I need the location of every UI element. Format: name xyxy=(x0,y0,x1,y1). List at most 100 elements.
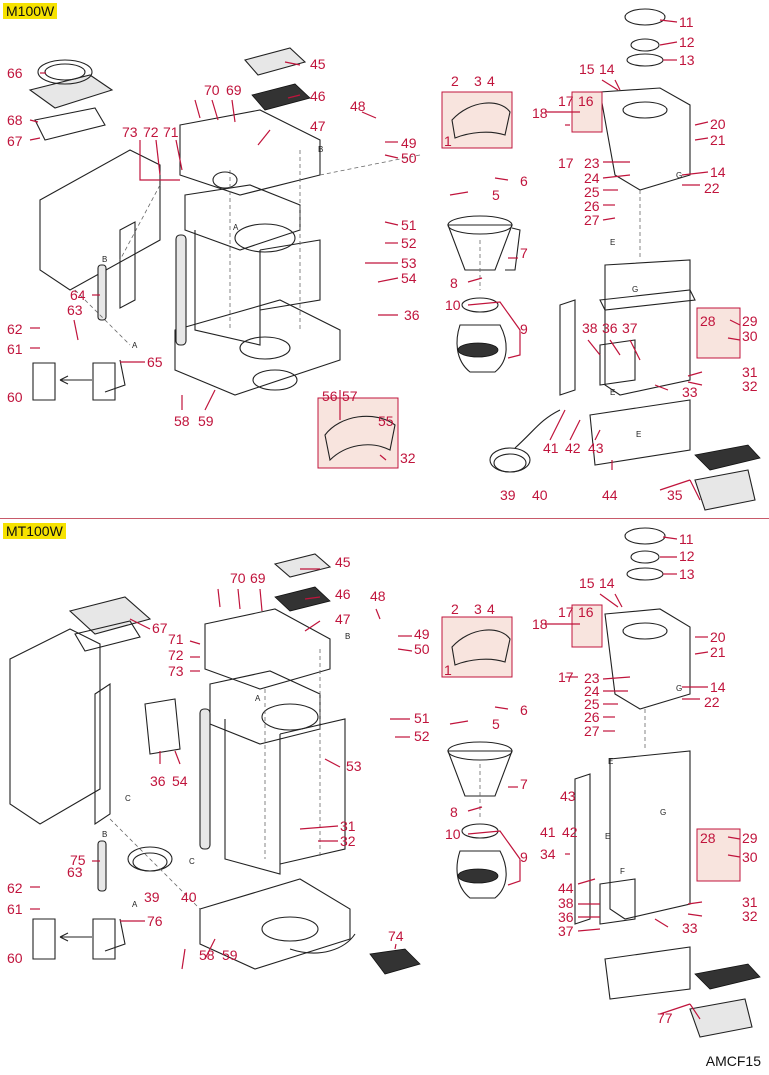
connection-letter: G xyxy=(676,171,682,180)
callout-61: 61 xyxy=(7,901,23,917)
connection-letter: B xyxy=(345,632,350,641)
callout-62: 62 xyxy=(7,321,23,337)
kit-highlight-28 xyxy=(696,307,741,359)
m100w-connection-letters: A A B B G G E E E xyxy=(102,145,682,439)
callout-2: 2 xyxy=(451,601,459,617)
drawing-code: AMCF15 xyxy=(705,1053,761,1069)
connection-letter: A xyxy=(255,694,261,703)
callout-4: 4 xyxy=(487,601,495,617)
mt100w-connection-letters: A A B B C C E E F G G xyxy=(102,632,682,909)
callout-27: 27 xyxy=(584,723,600,739)
callout-36: 36 xyxy=(150,773,166,789)
callout-31: 31 xyxy=(742,364,758,380)
callout-30: 30 xyxy=(742,849,758,865)
callout-39: 39 xyxy=(144,889,160,905)
callout-45: 45 xyxy=(335,554,351,570)
callout-14: 14 xyxy=(710,679,726,695)
callout-18: 18 xyxy=(532,105,548,121)
callout-41: 41 xyxy=(543,440,559,456)
callout-43: 43 xyxy=(588,440,604,456)
callout-38: 38 xyxy=(558,895,574,911)
callout-14: 14 xyxy=(599,575,615,591)
callout-12: 12 xyxy=(679,548,695,564)
callout-33: 33 xyxy=(682,920,698,936)
callout-44: 44 xyxy=(558,880,574,896)
callout-31: 31 xyxy=(340,818,356,834)
top-frame-part xyxy=(179,109,321,196)
mt100w-exploded-diagram: A A B B C C E E F G G 1 2 3 4 5 6 7 8 9 … xyxy=(7,527,761,1038)
callout-7: 7 xyxy=(520,245,528,261)
m100w-callouts: 1 2 3 4 5 6 7 8 9 10 11 12 13 14 14 15 1… xyxy=(7,14,758,503)
callout-36: 36 xyxy=(404,307,420,323)
connection-letter: E xyxy=(605,832,610,841)
callout-5: 5 xyxy=(492,716,500,732)
callout-14: 14 xyxy=(710,164,726,180)
connection-letter: E xyxy=(608,757,613,766)
connection-letter: E xyxy=(610,238,615,247)
connection-letter: G xyxy=(632,285,638,294)
callout-24: 24 xyxy=(584,683,600,699)
callout-17: 17 xyxy=(558,93,574,109)
callout-34: 34 xyxy=(540,846,556,862)
connection-letter: B xyxy=(318,145,323,154)
callout-54: 54 xyxy=(401,270,417,286)
callout-49: 49 xyxy=(401,135,417,151)
callout-28: 28 xyxy=(700,830,716,846)
callout-51: 51 xyxy=(414,710,430,726)
connection-letter: E xyxy=(636,430,641,439)
callout-4: 4 xyxy=(487,73,495,89)
callout-53: 53 xyxy=(401,255,417,271)
callout-7: 7 xyxy=(520,776,528,792)
callout-6: 6 xyxy=(520,702,528,718)
callout-69: 69 xyxy=(226,82,242,98)
callout-13: 13 xyxy=(679,566,695,582)
callout-40: 40 xyxy=(181,889,197,905)
callout-12: 12 xyxy=(679,34,695,50)
mt100w-callouts: 1 2 3 4 5 6 7 8 9 10 11 12 13 14 14 15 1… xyxy=(7,531,758,1026)
callout-41: 41 xyxy=(540,824,556,840)
callout-3: 3 xyxy=(474,73,482,89)
callout-61: 61 xyxy=(7,341,23,357)
mt100w-part-outlines xyxy=(9,527,761,1038)
callout-18: 18 xyxy=(532,616,548,632)
callout-10: 10 xyxy=(445,826,461,842)
callout-55: 55 xyxy=(378,413,394,429)
callout-26: 26 xyxy=(584,709,600,725)
callout-37: 37 xyxy=(622,320,638,336)
connection-letter: E xyxy=(610,388,615,397)
callout-48: 48 xyxy=(370,588,386,604)
callout-52: 52 xyxy=(401,235,417,251)
callout-69: 69 xyxy=(250,570,266,586)
connection-letter: B xyxy=(102,255,107,264)
callout-46: 46 xyxy=(335,586,351,602)
callout-64: 64 xyxy=(70,287,86,303)
callout-17: 17 xyxy=(558,604,574,620)
callout-6: 6 xyxy=(520,173,528,189)
callout-22: 22 xyxy=(704,180,720,196)
callout-11: 11 xyxy=(679,531,694,547)
callout-21: 21 xyxy=(710,644,726,660)
callout-20: 20 xyxy=(710,116,726,132)
callout-70: 70 xyxy=(230,570,246,586)
callout-67: 67 xyxy=(7,133,23,149)
callout-23: 23 xyxy=(584,670,600,686)
callout-30: 30 xyxy=(742,328,758,344)
connection-letter: C xyxy=(125,794,131,803)
mt100w-leader-lines xyxy=(30,536,741,1020)
callout-26: 26 xyxy=(584,198,600,214)
callout-58: 58 xyxy=(199,947,215,963)
callout-68: 68 xyxy=(7,112,23,128)
connection-letter: A xyxy=(132,341,138,350)
callout-77: 77 xyxy=(657,1010,673,1026)
drip-tray-part xyxy=(694,469,756,511)
callout-45: 45 xyxy=(310,56,326,72)
callout-72: 72 xyxy=(143,124,159,140)
connection-letter: G xyxy=(660,808,666,817)
callout-29: 29 xyxy=(742,313,758,329)
callout-56: 56 xyxy=(322,388,338,404)
callout-49: 49 xyxy=(414,626,430,642)
callout-73: 73 xyxy=(122,124,138,140)
callout-24: 24 xyxy=(584,170,600,186)
m100w-exploded-diagram: A A B B G G E E E 1 2 3 4 5 6 7 8 9 10 1… xyxy=(7,8,761,511)
callout-8: 8 xyxy=(450,804,458,820)
